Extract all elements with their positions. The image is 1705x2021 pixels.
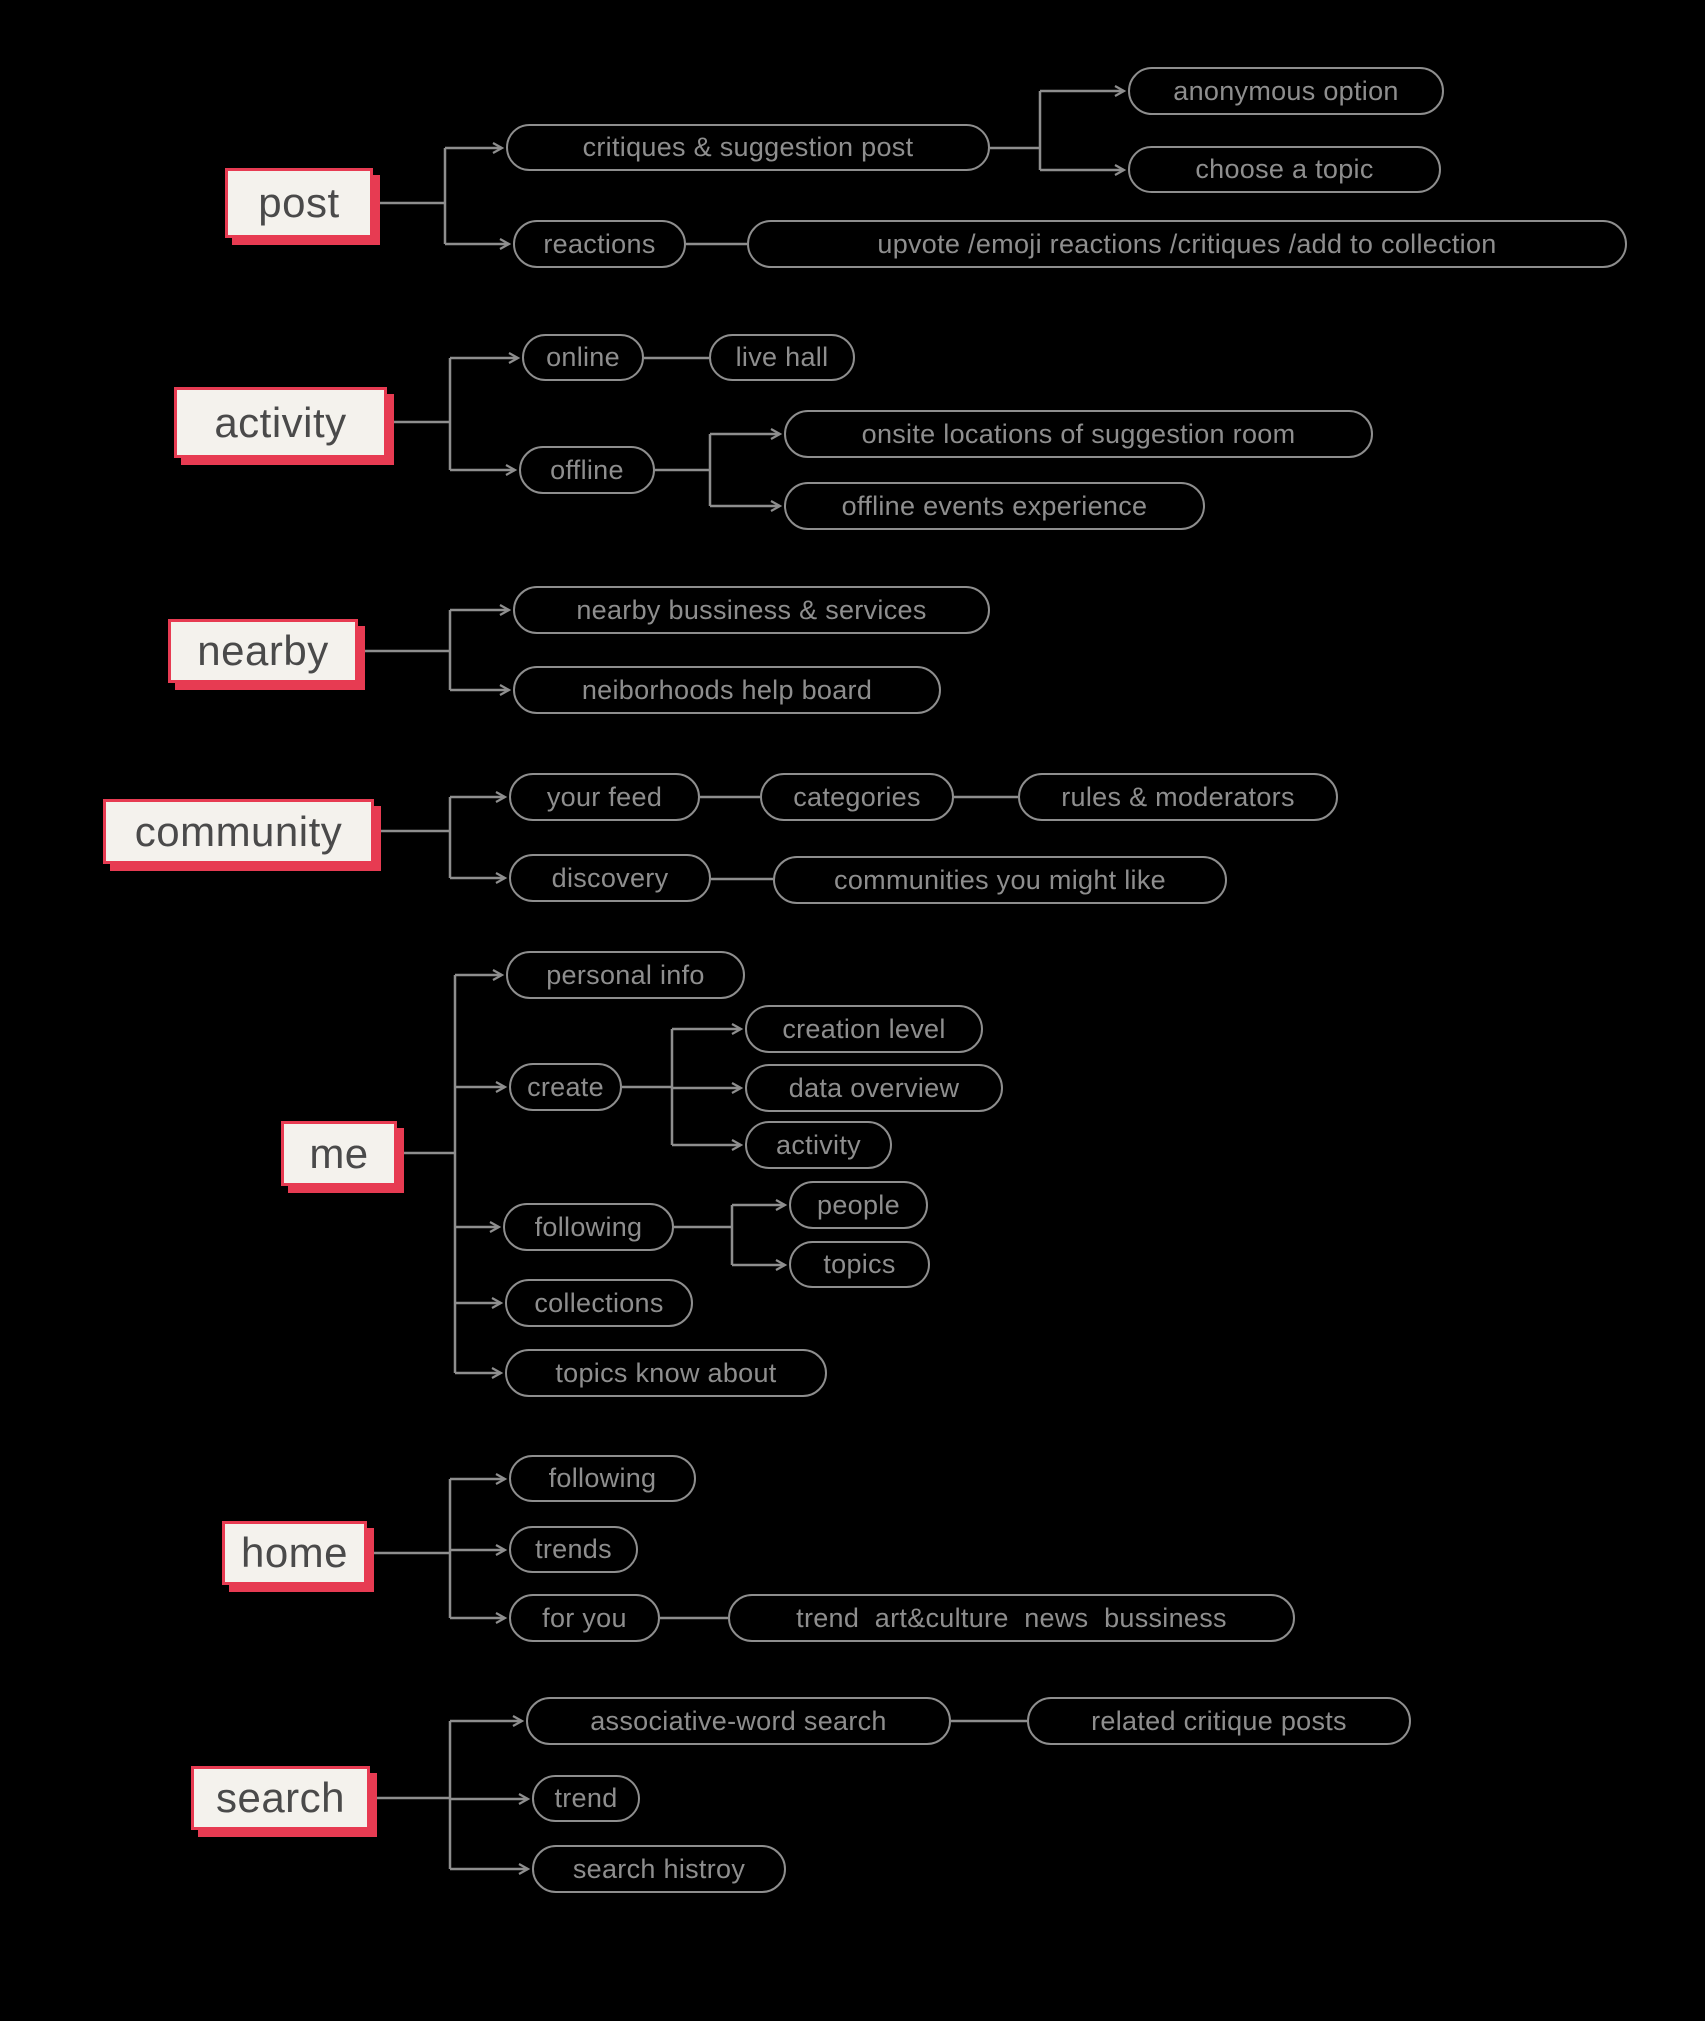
pill-your-feed: your feed [509,773,700,821]
connector-post-bracket [374,148,447,244]
pill-create: create [509,1063,622,1111]
pill-following-me: following [503,1203,674,1251]
root-node-community: community [103,799,374,864]
pill-onsite-locations: onsite locations of suggestion room [784,410,1373,458]
pill-trends: trends [509,1526,638,1573]
pill-online: online [522,334,644,381]
connector-nearby-bracket [358,610,452,690]
pill-following-home: following [509,1455,696,1502]
pill-categories: categories [760,773,954,821]
root-node-home: home [222,1521,367,1585]
pill-reactions: reactions [513,220,686,268]
pill-topics-know-about: topics know about [505,1349,827,1397]
connector-critiques-bracket [990,91,1042,170]
root-node-search: search [191,1766,370,1830]
connector-search-bracket [370,1721,452,1869]
connector-home-bracket [367,1479,452,1618]
connector-create-bracket [622,1029,674,1145]
pill-upvote-emoji-reactions: upvote /emoji reactions /critiques /add … [747,220,1627,268]
root-node-nearby: nearby [168,619,358,683]
pill-choose-a-topic: choose a topic [1128,146,1441,193]
pill-collections: collections [505,1279,693,1327]
pill-communities-you-might-like: communities you might like [773,856,1227,904]
pill-offline: offline [519,446,655,494]
pill-creation-level: creation level [745,1005,983,1053]
pill-offline-events-experience: offline events experience [784,482,1205,530]
connector-following-bracket [674,1205,734,1265]
connector-activity-bracket [387,358,452,470]
pill-trend-search: trend [532,1775,640,1822]
pill-associative-word-search: associative-word search [526,1697,951,1745]
root-node-me: me [281,1121,397,1186]
root-node-activity: activity [174,387,387,458]
connector-me-bracket [397,975,457,1373]
pill-anonymous-option: anonymous option [1128,67,1444,115]
pill-topics: topics [789,1241,930,1288]
pill-rules-moderators: rules & moderators [1018,773,1338,821]
pill-trend-art-culture-news-bussiness: trend art&culture news bussiness [728,1594,1295,1642]
root-node-post: post [225,168,373,238]
pill-related-critique-posts: related critique posts [1027,1697,1411,1745]
pill-live-hall: live hall [709,334,855,381]
connector-community-bracket [374,797,452,878]
pill-data-overview: data overview [745,1064,1003,1112]
pill-discovery: discovery [509,854,711,902]
pill-activity-sub: activity [745,1121,892,1169]
pill-for-you: for you [509,1594,660,1642]
pill-critiques-suggestion-post: critiques & suggestion post [506,124,990,171]
pill-neiborhoods-help-board: neiborhoods help board [513,666,941,714]
pill-nearby-bussiness-services: nearby bussiness & services [513,586,990,634]
pill-people: people [789,1181,928,1229]
pill-personal-info: personal info [506,951,745,999]
connector-offline-bracket [655,434,712,506]
pill-search-histroy: search histroy [532,1845,786,1893]
